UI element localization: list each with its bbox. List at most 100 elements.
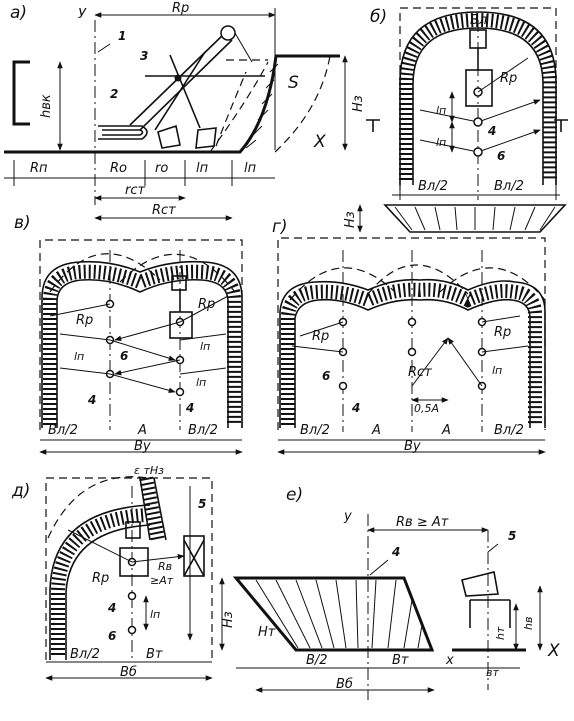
vault-inner: [56, 278, 229, 428]
bl2a-label: Вл/2: [300, 423, 330, 438]
Rst-label: Rст: [152, 203, 176, 218]
bt-label: Вт: [146, 647, 163, 662]
station-6: [473, 147, 483, 157]
boom-2: [139, 39, 233, 131]
panel-e-id: е): [286, 485, 303, 505]
bl-label: Вл: [470, 13, 487, 28]
ln1-label: lп: [200, 340, 210, 353]
b2-label: В/2: [306, 653, 328, 668]
ht-label: hт: [494, 626, 507, 640]
panel-v: в) Rр Rр lп lп lп 6 4 4: [14, 213, 243, 455]
chute: [139, 477, 167, 541]
vault-inner: [294, 298, 531, 428]
panel-b: б) Вл Rр 4 6 lп lп Вл/2 Вл/2: [343, 7, 568, 233]
route: [114, 359, 181, 376]
vault-brick: [51, 508, 147, 655]
rp-label: Rр: [92, 571, 109, 586]
stn: [175, 387, 185, 397]
station-4: [473, 117, 483, 127]
stn: [338, 381, 348, 391]
rp2-line: [481, 315, 521, 323]
route: [481, 345, 529, 353]
stick-b: [169, 54, 201, 129]
em-hz-label: ε тНз: [134, 464, 164, 477]
panel-a: а) У Rр: [4, 1, 366, 221]
half-label: 0,5А: [414, 402, 439, 415]
callout-5-leader: [487, 543, 499, 553]
gea-label: ≥Ат: [150, 574, 174, 587]
crawler-inner: [102, 129, 144, 136]
vault-inner: [65, 524, 151, 660]
rst-line-a: [411, 337, 449, 387]
arc-2: [367, 264, 469, 295]
y-label: у: [343, 509, 352, 524]
rp2-line: [179, 295, 229, 323]
route: [114, 321, 181, 342]
face-arc-2: [274, 55, 331, 153]
rp1-label: Rр: [312, 329, 329, 344]
vault-brick: [43, 264, 241, 425]
callout-4a: 4: [87, 393, 96, 407]
crawler-outline: [98, 125, 148, 140]
stn-6: [127, 625, 137, 635]
hvk-label: hвк: [39, 94, 54, 118]
rv-label: Rв: [158, 560, 172, 573]
section-mark-left: [366, 119, 380, 132]
vault-outer: [279, 278, 546, 428]
by-label: Ву: [404, 439, 421, 454]
boom-head: [171, 275, 187, 291]
bl2a-label: Вл/2: [48, 423, 78, 438]
body: [119, 547, 149, 577]
trough-hatch: [394, 206, 556, 231]
hz-label: Нз: [221, 611, 236, 628]
rp1-line: [49, 303, 111, 317]
ln1-label: lп: [436, 104, 446, 117]
a2-label: А: [441, 423, 451, 438]
callout-6: 6: [120, 349, 128, 363]
vault-brick: [281, 282, 542, 425]
callout-4: 4: [351, 401, 360, 415]
vault-outer: [41, 260, 243, 428]
rva-label: Rв ≥ Ат: [396, 515, 449, 530]
hz-label: Нз: [351, 95, 366, 112]
callout-1-leader: [97, 43, 111, 53]
callout-4: 4: [391, 545, 400, 559]
bt-small-label: вт: [486, 666, 499, 679]
saddle-block: [174, 74, 182, 82]
hz-label-b: Нз: [343, 211, 358, 228]
face-arc-1: [209, 61, 269, 153]
vault-outer: [399, 11, 557, 185]
route: [179, 333, 227, 341]
excavation-hatch: [255, 579, 423, 649]
rp-radius: [477, 57, 529, 93]
trough: [383, 204, 567, 233]
section-mark-right: [554, 119, 568, 132]
route: [59, 333, 111, 341]
callout-6: 6: [322, 369, 330, 383]
rv-line: [131, 553, 185, 563]
boom-head-sheave: [220, 25, 236, 41]
a1-label: А: [371, 423, 381, 438]
ro-small-label: ro: [155, 161, 168, 176]
rn-label: Rп: [30, 161, 48, 176]
soil-hatch: [245, 63, 279, 149]
callout-4: 4: [487, 124, 496, 138]
rst-label: Rст: [408, 365, 432, 380]
panel-v-id: в): [14, 213, 31, 233]
bb-label: Вб: [336, 677, 353, 692]
rp2-label: Rр: [494, 325, 511, 340]
route: [109, 339, 176, 361]
dig-line-2: [477, 129, 541, 153]
route: [291, 345, 344, 353]
callout-3: 3: [140, 49, 148, 63]
loader-bucket: [461, 571, 499, 597]
excavation: [232, 576, 435, 652]
dig-line-3: [419, 109, 479, 123]
bracket: [12, 60, 30, 126]
callout-5: 5: [198, 497, 206, 511]
callout-4: 4: [107, 601, 116, 615]
s-label: S: [288, 73, 299, 93]
ln2-label: lп: [244, 161, 257, 176]
